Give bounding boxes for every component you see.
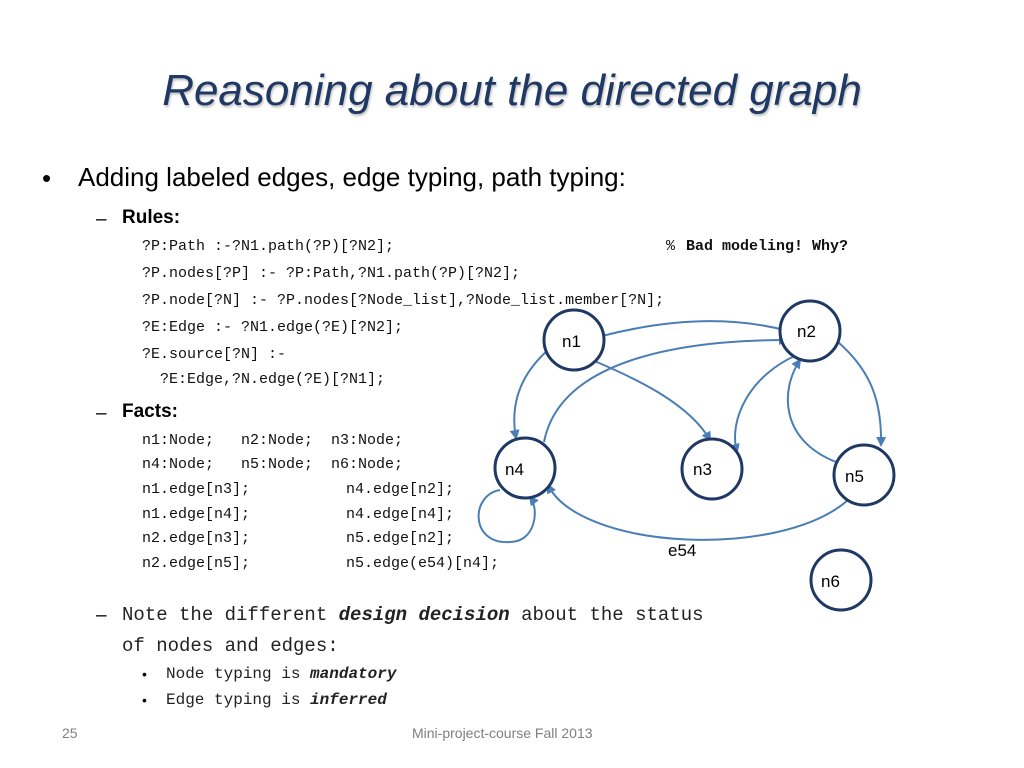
- edge-label-e54: e54: [668, 541, 696, 560]
- sub-bullet-marker-1: •: [142, 666, 147, 682]
- node-n3-label: n3: [693, 460, 712, 479]
- sub-bullet-2-text: Edge typing is: [166, 691, 311, 709]
- fact-line-6: n2.edge[n5];: [142, 555, 251, 572]
- bullet-marker: •: [42, 163, 52, 193]
- node-n6: n6: [809, 548, 873, 612]
- fact-line-5: n2.edge[n3];: [142, 530, 251, 547]
- facts-heading: Facts:: [122, 401, 178, 422]
- edge-n4-n4: [477, 489, 539, 544]
- note-line-1: Note the different design decision about…: [122, 604, 704, 626]
- node-n2: n2: [778, 299, 842, 363]
- fact-right-2: n4.edge[n4];: [346, 506, 455, 523]
- edge-n1-n2: [601, 320, 790, 337]
- rule-line-5: ?E.source[?N] :-: [142, 346, 287, 363]
- fact-line-3: n1.edge[n3];: [142, 481, 251, 498]
- rule-line-1: ?P:Path :-?N1.path(?P)[?N2];: [142, 238, 395, 255]
- edge-n2-n3: [730, 354, 798, 454]
- note-text-2: about the status: [509, 604, 704, 626]
- sub-bullet-1-text: Node typing is: [166, 665, 311, 683]
- fact-right-4: n5.edge(e54)[n4];: [346, 555, 500, 572]
- edge-n2-n5: [837, 341, 887, 447]
- note-dash: –: [96, 605, 107, 626]
- rules-dash: –: [96, 209, 107, 230]
- fact-right-3: n5.edge[n2];: [346, 530, 455, 547]
- rule-comment-mark: %: [666, 238, 676, 255]
- node-n4: n4: [493, 436, 557, 500]
- sub-bullet-marker-2: •: [142, 692, 147, 708]
- node-n2-label: n2: [797, 322, 816, 341]
- facts-dash: –: [96, 403, 107, 424]
- page-number: 25: [62, 725, 78, 741]
- rule-line-2: ?P.nodes[?P] :- ?P:Path,?N1.path(?P)[?N2…: [142, 265, 521, 282]
- edge-n1-n3: [591, 359, 711, 442]
- node-n5: n5: [832, 443, 896, 507]
- edge-n4-n2: [543, 335, 789, 443]
- edge-n5-n4: [547, 483, 849, 541]
- node-n4-label: n4: [505, 460, 524, 479]
- fact-line-2: n4:Node; n5:Node; n6:Node;: [142, 456, 404, 473]
- note-emphasis: design decision: [338, 604, 510, 626]
- edge-n5-n2: [786, 358, 837, 463]
- sub-bullet-2: Edge typing is inferred: [166, 691, 387, 709]
- fact-right-1: n4.edge[n2];: [346, 481, 455, 498]
- fact-line-4: n1.edge[n4];: [142, 506, 251, 523]
- node-n1-label: n1: [562, 332, 581, 351]
- rules-heading: Rules:: [122, 207, 181, 228]
- rule-line-4: ?E:Edge :- ?N1.edge(?E)[?N2];: [142, 319, 404, 336]
- sub-bullet-2-emphasis: inferred: [310, 691, 387, 709]
- rule-comment: Bad modeling! Why?: [686, 238, 849, 255]
- node-n1: n1: [542, 308, 606, 372]
- footer-text: Mini-project-course Fall 2013: [412, 725, 593, 741]
- node-n3: n3: [680, 437, 744, 501]
- note-line-2: of nodes and edges:: [122, 635, 339, 657]
- sub-bullet-1-emphasis: mandatory: [310, 665, 397, 683]
- main-bullet: Adding labeled edges, edge typing, path …: [78, 162, 626, 192]
- node-n6-label: n6: [821, 572, 840, 591]
- note-text-1: Note the different: [122, 604, 339, 626]
- node-n5-label: n5: [845, 467, 864, 486]
- sub-bullet-1: Node typing is mandatory: [166, 665, 396, 683]
- edge-n1-n4: [509, 349, 549, 440]
- fact-line-1: n1:Node; n2:Node; n3:Node;: [142, 432, 404, 449]
- rule-line-6: ?E:Edge,?N.edge(?E)[?N1];: [142, 371, 386, 388]
- rule-line-3: ?P.node[?N] :- ?P.nodes[?Node_list],?Nod…: [142, 292, 665, 309]
- slide-title: Reasoning about the directed graph: [162, 66, 862, 115]
